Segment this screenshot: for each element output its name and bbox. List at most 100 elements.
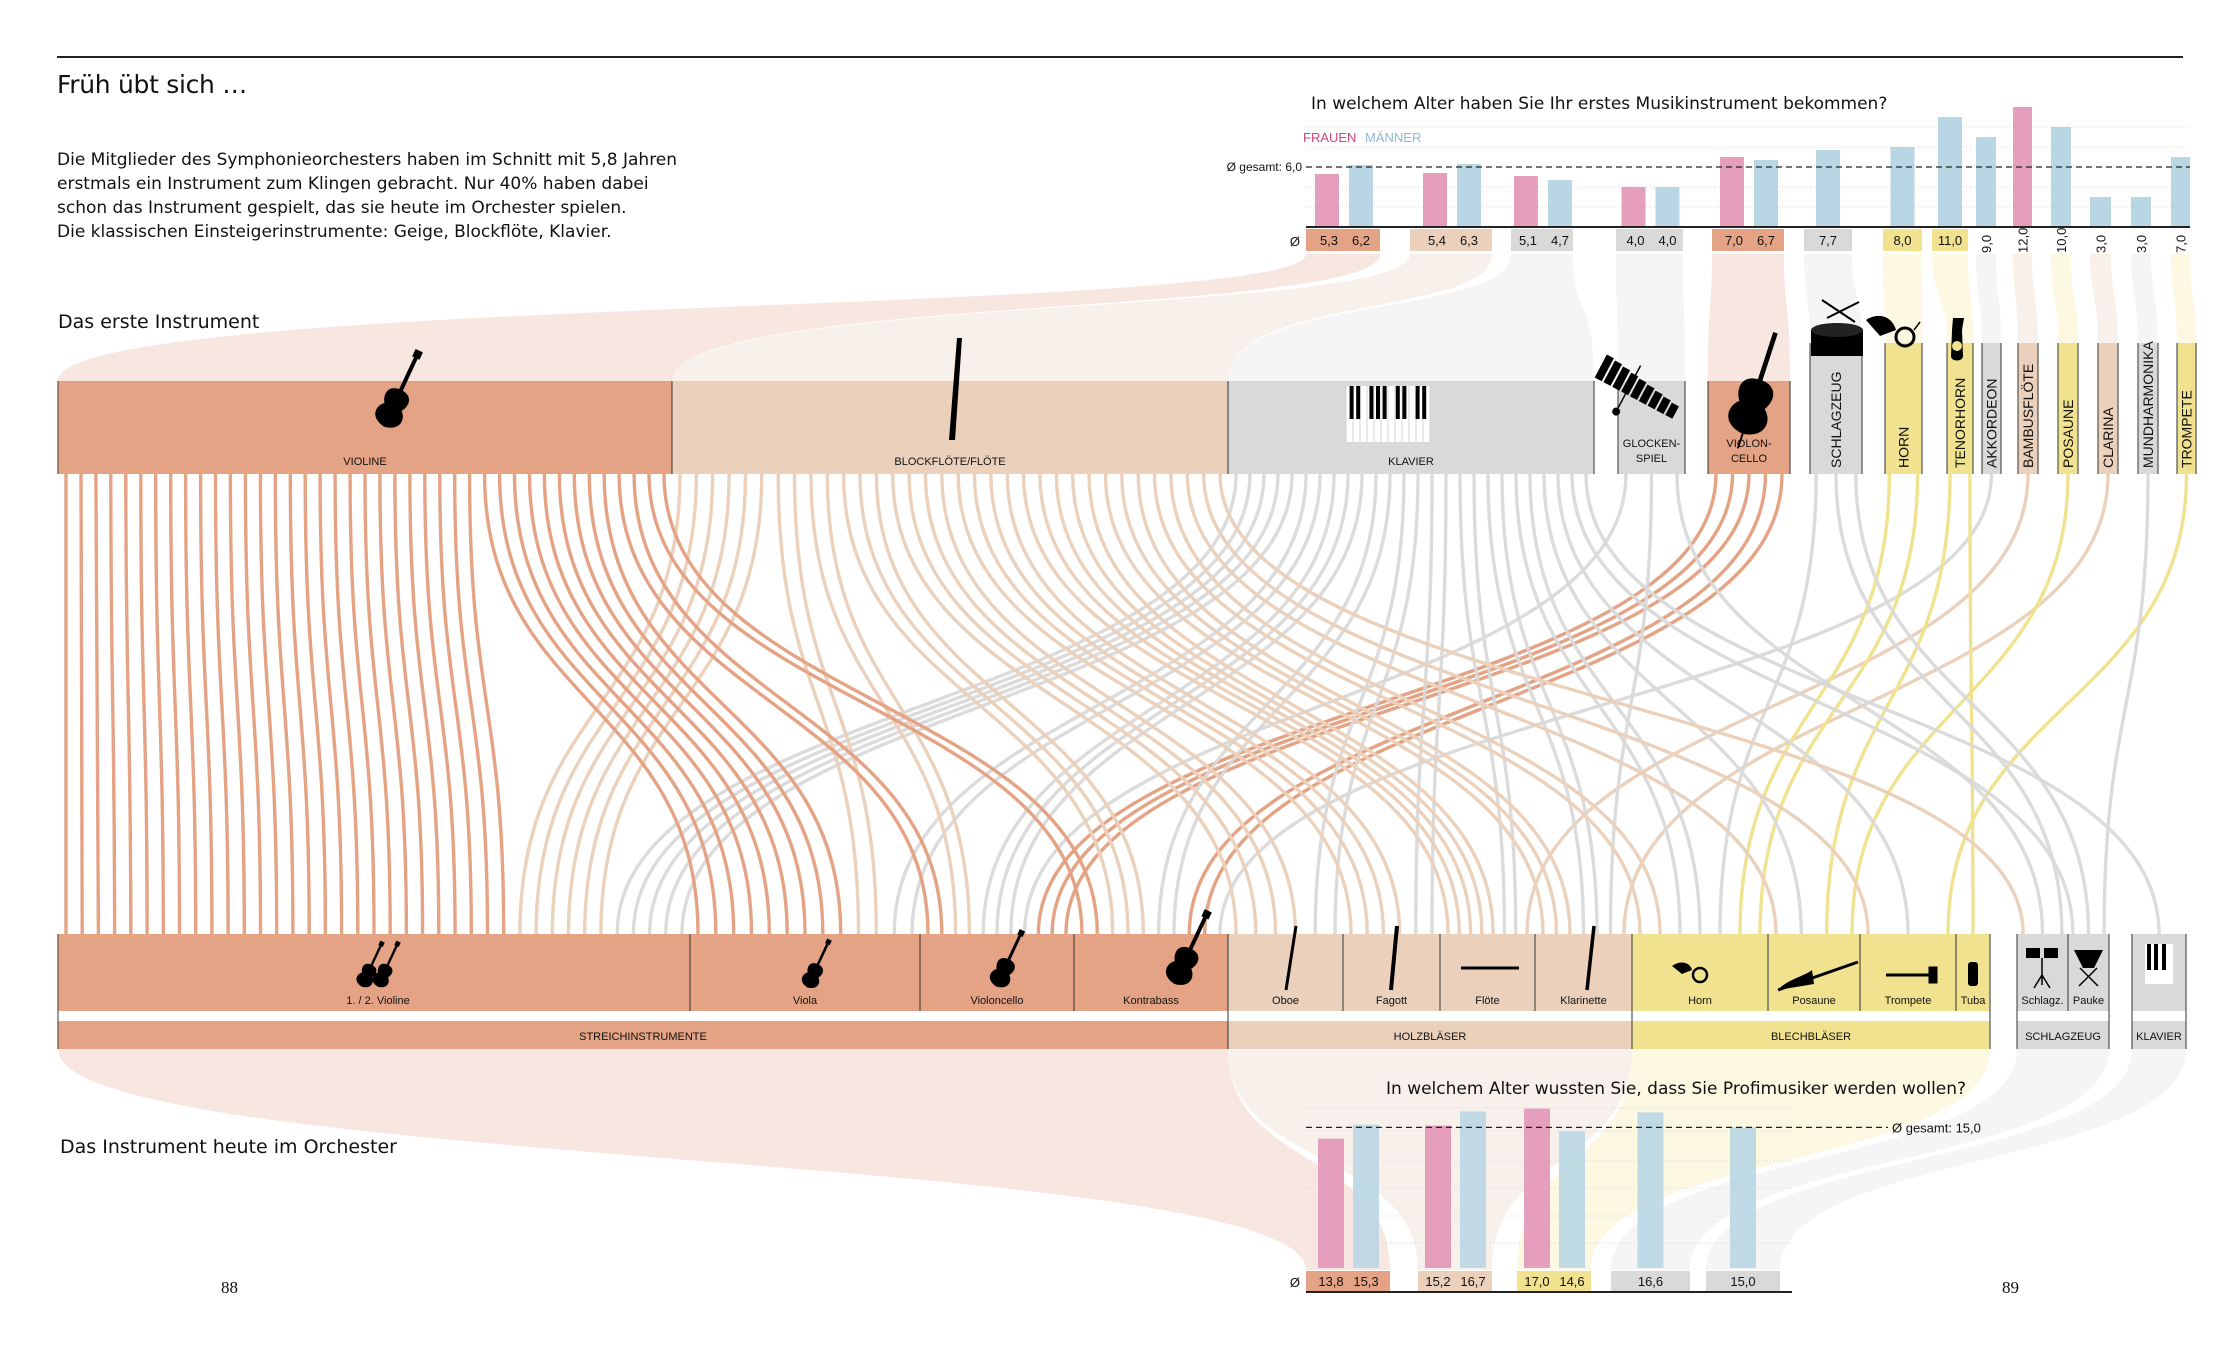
bar-frauen: [1524, 1108, 1550, 1268]
drum-kit-drum: [2044, 948, 2058, 958]
piano-black-key: [1402, 386, 1407, 419]
target-label: Violoncello: [970, 995, 1023, 1007]
target-block-fill: [1228, 934, 1343, 1011]
value-label: 7,0: [1725, 233, 1743, 248]
bar-maenner: [2131, 197, 2151, 227]
piano-black-key: [1422, 386, 1427, 419]
value-label: 7,0: [2174, 235, 2189, 253]
flow-line: [393, 473, 425, 935]
bar-group-mundharmonika: 3,0: [2131, 197, 2151, 253]
flow-line: [1201, 473, 1870, 935]
piano-black-key: [2162, 944, 2166, 970]
intro-line: Die klassischen Einsteigerinstrumente: G…: [57, 222, 612, 242]
glockenspiel-bar: [1656, 396, 1671, 415]
value-label: 4,0: [1658, 233, 1676, 248]
violin-neck: [1186, 917, 1207, 955]
flow-line: [109, 473, 117, 935]
oboe-icon: [1284, 925, 1298, 991]
chart-title: In welchem Alter wussten Sie, dass Sie P…: [1386, 1079, 1966, 1099]
value-box: [1410, 229, 1492, 251]
trombone-bell: [1778, 970, 1814, 990]
glockenspiel-bar: [1612, 366, 1631, 391]
avg-symbol: Ø: [1290, 234, 1300, 249]
target-label: Pauke: [2073, 995, 2104, 1007]
flow-line: [1313, 473, 1406, 935]
glockenspiel-bar: [1665, 402, 1679, 419]
piano-black-key: [1349, 386, 1354, 419]
flow-line: [825, 473, 972, 935]
flow-line: [423, 473, 457, 935]
bar-frauen: [2013, 107, 2032, 227]
bassoon-icon: [1389, 925, 1399, 991]
violin-body: [372, 963, 393, 988]
ribbon-top-6: [1883, 254, 1922, 343]
group-label: BLECHBLÄSER: [1771, 1031, 1851, 1043]
violin-body: [356, 963, 377, 988]
flow-line: [1169, 473, 1662, 935]
bar-group-bambusflöte: 12,0: [2013, 107, 2032, 253]
page-title: Früh übt sich …: [57, 70, 247, 99]
tenorhorn-body: [1951, 318, 1964, 361]
flow-line: [891, 473, 1238, 935]
target-block-fill: [690, 934, 920, 1011]
value-label: 16,6: [1638, 1274, 1663, 1289]
value-box: [1611, 1271, 1690, 1291]
flow-line: [258, 473, 279, 935]
value-box: [1418, 1271, 1492, 1291]
flow-line: [183, 473, 198, 935]
target-block-viola: Viola: [689, 934, 921, 1011]
source-block-fill: [2177, 343, 2196, 474]
flow-line: [1005, 473, 1402, 935]
target-label: Fagott: [1376, 995, 1407, 1007]
ribbon-bottom-0: [58, 1049, 1390, 1270]
source-block-fill: [58, 381, 672, 474]
timpani-legs: [2078, 967, 2099, 987]
target-label: Flöte: [1475, 995, 1499, 1007]
bar-maenner: [1890, 147, 1915, 227]
source-block-fill: [1982, 343, 2001, 474]
source-block-posaune: POSAUNE: [2057, 343, 2079, 474]
ribbon-top-1: [672, 254, 1492, 381]
flow-line: [1854, 473, 2091, 935]
target-label: Trompete: [1885, 995, 1932, 1007]
bar-frauen: [1318, 1138, 1344, 1268]
flow-line: [2102, 473, 2150, 935]
ribbon-bottom-4: [1706, 1049, 2186, 1270]
source-label: POSAUNE: [2060, 400, 2076, 468]
bar-group-trompete: 7,0: [2171, 157, 2190, 253]
value-label: 6,2: [1352, 233, 1370, 248]
drum-icon: [1811, 299, 1863, 356]
source-label: HORN: [1896, 427, 1912, 468]
source-label: SPIEL: [1636, 453, 1667, 465]
group-label: HOLZBLÄSER: [1394, 1031, 1467, 1043]
value-label: 9,0: [1979, 235, 1994, 253]
flow-line: [1834, 473, 2064, 935]
horn-coil: [1894, 326, 1916, 348]
glockenspiel-bar: [1594, 354, 1614, 382]
drum-head: [1811, 323, 1863, 337]
flow-line: [1172, 473, 1392, 935]
source-block-fill: [1618, 381, 1685, 474]
value-label: 3,0: [2094, 235, 2109, 253]
bar-frauen: [1315, 174, 1339, 227]
violin-scroll: [412, 349, 423, 360]
mallet: [1616, 365, 1642, 411]
flow-line: [288, 473, 311, 935]
flow-line: [662, 473, 1099, 935]
value-box: [1883, 229, 1922, 251]
flow-line: [1071, 473, 1484, 935]
flow-line: [1514, 473, 1682, 935]
flow-line: [1946, 473, 2189, 935]
flow-line: [940, 473, 1298, 935]
piano-black-key: [1376, 386, 1380, 419]
flow-line: [213, 473, 230, 935]
horn-bell: [1866, 315, 1896, 336]
bar-maenner: [1730, 1127, 1756, 1268]
source-block-akkordeon: AKKORDEON: [1981, 343, 2002, 474]
value-label: 13,8: [1318, 1274, 1343, 1289]
flow-line: [1622, 473, 2110, 935]
source-block-trompete: TROMPETE: [2176, 343, 2197, 474]
cello-icon: [1728, 331, 1778, 449]
two-violins-icon: [356, 940, 385, 988]
